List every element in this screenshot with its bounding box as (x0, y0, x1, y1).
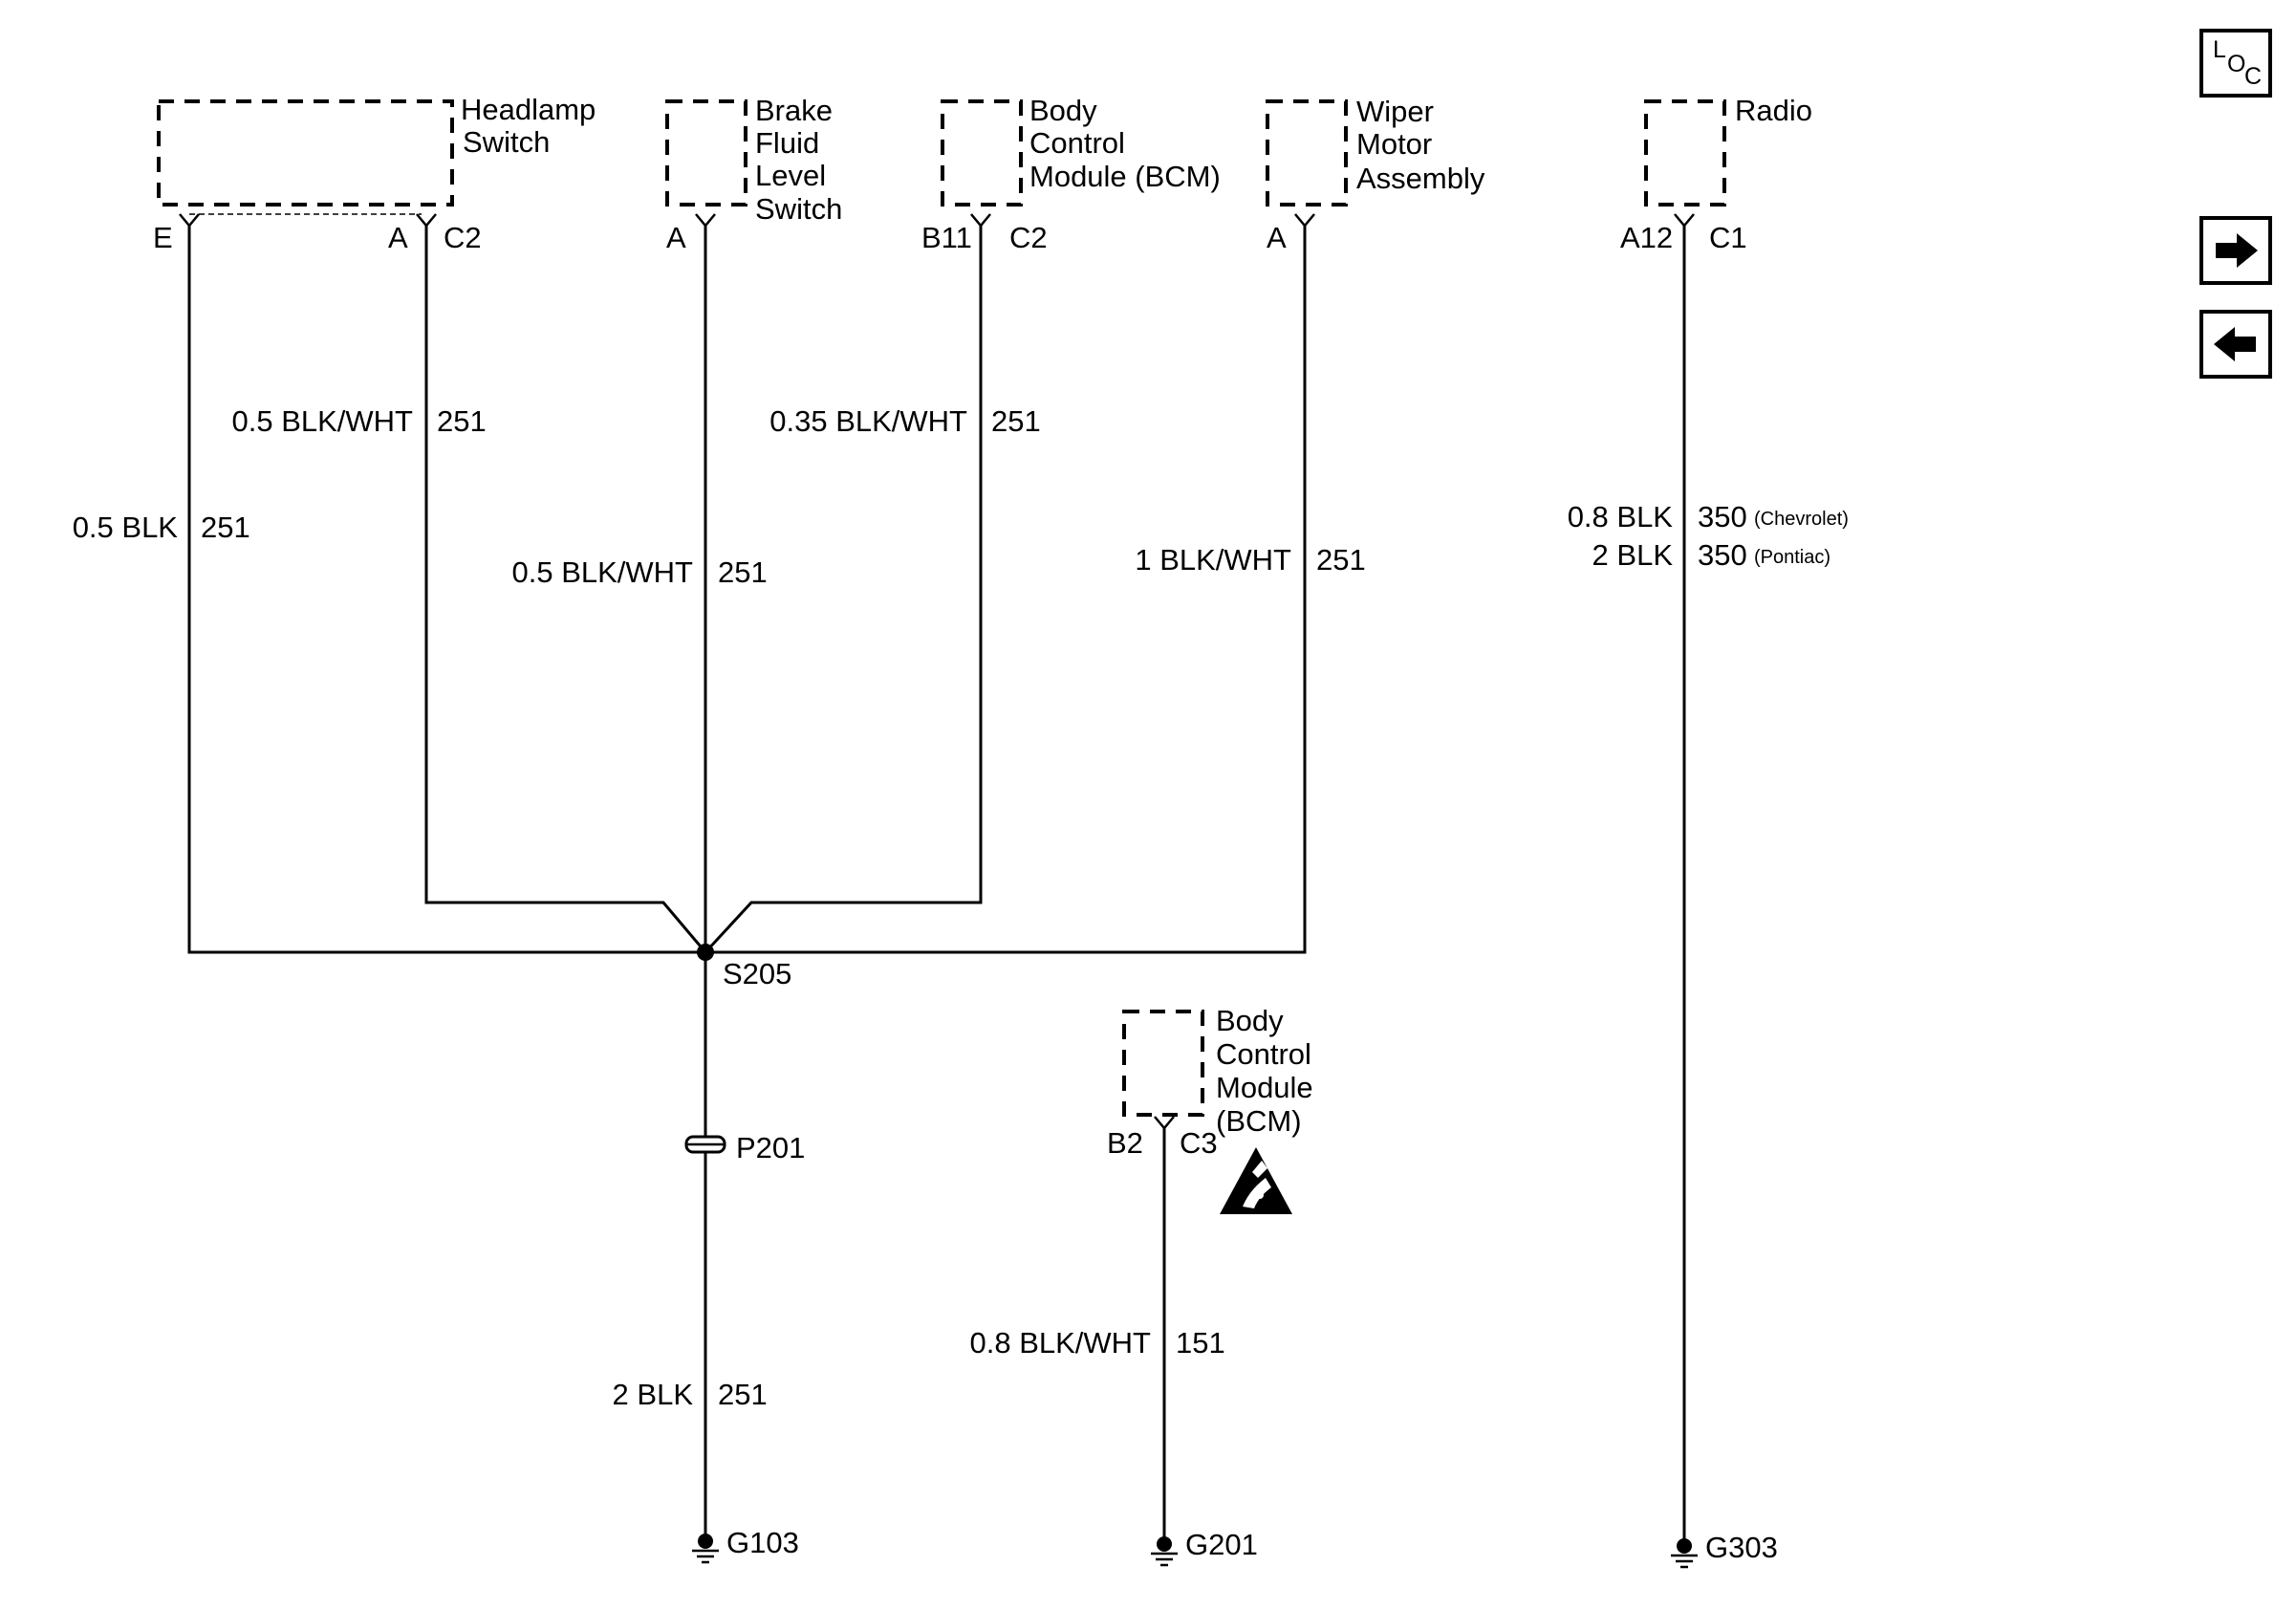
ground-g103-dot-icon (698, 1534, 713, 1549)
splice-label: S205 (723, 957, 791, 990)
bcm-bottom-box (1122, 1010, 1204, 1117)
bcm-bottom: Body Control Module (BCM) B2 C3 (1107, 1004, 1313, 1214)
radio: Radio A12 C1 (1620, 94, 1812, 254)
bcm-bottom-label-1: Body (1216, 1004, 1284, 1037)
wire-bcm-b2-circuit: 151 (1176, 1326, 1225, 1360)
radio-pin-icon (1674, 213, 1695, 228)
wire-wiper-circuit: 251 (1316, 543, 1366, 577)
esd-warning-icon (1220, 1147, 1292, 1214)
splice-s205: S205 (697, 944, 791, 990)
bcm-top-pin-icon (970, 213, 991, 228)
wire-bcm-b11-size-color: 0.35 BLK/WHT (769, 404, 967, 438)
headlamp-pin-e-icon (179, 213, 200, 228)
wire-radio-chevrolet-circuit: 350 (1698, 500, 1747, 533)
wiper-motor-box (1266, 99, 1348, 207)
ground-g103-label: G103 (726, 1526, 799, 1559)
headlamp-switch-box (157, 99, 454, 207)
pass-through-p201: P201 (684, 1131, 805, 1164)
loc-icon-c: C (2244, 63, 2262, 90)
bcm-bottom-label-2: Control (1216, 1037, 1311, 1071)
wiper-motor-pin-label: A (1267, 221, 1287, 254)
next-page-button[interactable] (2199, 216, 2272, 285)
wires (187, 226, 1686, 1543)
headlamp-switch-label-2: Switch (463, 125, 550, 159)
wire-radio-chevrolet-size-color: 0.8 BLK (1568, 500, 1674, 533)
ground-g303: G303 (1671, 1531, 1778, 1569)
wire-radio-pontiac-circuit: 350 (1698, 538, 1747, 572)
loc-icon-o: O (2227, 51, 2245, 77)
bcm-bottom-label-3: Module (1216, 1071, 1313, 1104)
bcm-bottom-connector-label: C3 (1180, 1126, 1218, 1160)
loc-icon-l: L (2213, 36, 2226, 63)
wire-labels: 0.5 BLK 251 0.5 BLK/WHT 251 0.5 BLK/WHT … (73, 404, 1849, 1411)
bcm-top: Body Control Module (BCM) B11 C2 (921, 94, 1221, 254)
radio-box (1644, 99, 1726, 207)
pass-through-label: P201 (736, 1131, 805, 1164)
wire-bcm-b11-circuit: 251 (991, 404, 1041, 438)
wire-bcm-b2-size-color: 0.8 BLK/WHT (970, 1326, 1152, 1360)
wire-headlamp-e-circuit: 251 (201, 511, 250, 544)
wire-headlamp-a-size-color: 0.5 BLK/WHT (232, 404, 414, 438)
wire-bcm-b11 (704, 226, 983, 954)
ground-g303-dot-icon (1677, 1538, 1692, 1554)
bcm-bottom-pin-icon (1154, 1116, 1175, 1130)
brake-switch-pin-icon (695, 213, 716, 228)
previous-page-button[interactable] (2199, 310, 2272, 379)
wire-radio-chevrolet-note: (Chevrolet) (1754, 509, 1849, 530)
brake-fluid-level-switch: Brake Fluid Level Switch A (665, 94, 842, 254)
ground-g201: G201 (1151, 1528, 1258, 1567)
ground-g201-dot-icon (1157, 1536, 1172, 1552)
headlamp-pin-a-label: A (388, 221, 408, 254)
wiper-motor-label-3: Assembly (1356, 162, 1485, 195)
ground-g201-label: G201 (1185, 1528, 1258, 1561)
wire-headlamp-a-circuit: 251 (437, 404, 487, 438)
wire-g103-size-color: 2 BLK (613, 1378, 694, 1411)
wire-radio-pontiac-size-color: 2 BLK (1592, 538, 1674, 572)
wiper-motor-label-2: Motor (1356, 127, 1432, 161)
wire-brake-switch-size-color: 0.5 BLK/WHT (512, 555, 694, 589)
radio-connector-label: C1 (1709, 221, 1747, 254)
wiper-motor-pin-icon (1294, 213, 1315, 228)
wire-radio-pontiac-note: (Pontiac) (1754, 547, 1830, 568)
bcm-top-box (941, 99, 1023, 207)
bcm-top-label-1: Body (1029, 94, 1097, 127)
bcm-top-label-3: Module (BCM) (1029, 160, 1221, 193)
arrow-right-icon (2216, 233, 2258, 268)
ground-g303-label: G303 (1705, 1531, 1778, 1564)
wiper-motor-label-1: Wiper (1356, 95, 1434, 128)
radio-pin-label: A12 (1620, 221, 1673, 254)
bcm-bottom-label-4: (BCM) (1216, 1104, 1302, 1138)
headlamp-pin-a-icon (416, 213, 437, 228)
wire-headlamp-a (424, 226, 707, 953)
brake-switch-label-4: Switch (755, 192, 842, 226)
splice-dot-icon (697, 944, 714, 961)
wire-headlamp-e-size-color: 0.5 BLK (73, 511, 179, 544)
wire-wiper-size-color: 1 BLK/WHT (1135, 543, 1291, 577)
brake-switch-label-1: Brake (755, 94, 833, 127)
headlamp-pin-e-label: E (153, 221, 173, 254)
bcm-top-label-2: Control (1029, 126, 1125, 160)
headlamp-switch: Headlamp Switch E A C2 (153, 93, 596, 254)
ground-g103: G103 (692, 1526, 799, 1564)
component-locator-button[interactable]: L O C (2199, 29, 2272, 98)
bcm-top-pin-label: B11 (921, 221, 972, 254)
arrow-left-icon (2214, 327, 2256, 361)
brake-switch-label-2: Fluid (755, 126, 819, 160)
wiper-motor-assembly: Wiper Motor Assembly A (1266, 95, 1485, 254)
radio-label: Radio (1735, 94, 1812, 127)
bcm-top-connector-label: C2 (1009, 221, 1048, 254)
brake-switch-label-3: Level (755, 159, 826, 192)
headlamp-switch-label-1: Headlamp (461, 93, 596, 126)
headlamp-connector-label: C2 (444, 221, 482, 254)
wire-g103-circuit: 251 (718, 1378, 768, 1411)
wire-brake-switch-circuit: 251 (718, 555, 768, 589)
brake-switch-pin-label: A (666, 221, 686, 254)
bcm-bottom-pin-label: B2 (1107, 1126, 1143, 1160)
wire-headlamp-e-and-wiper (187, 226, 1307, 954)
brake-switch-box (665, 99, 747, 207)
